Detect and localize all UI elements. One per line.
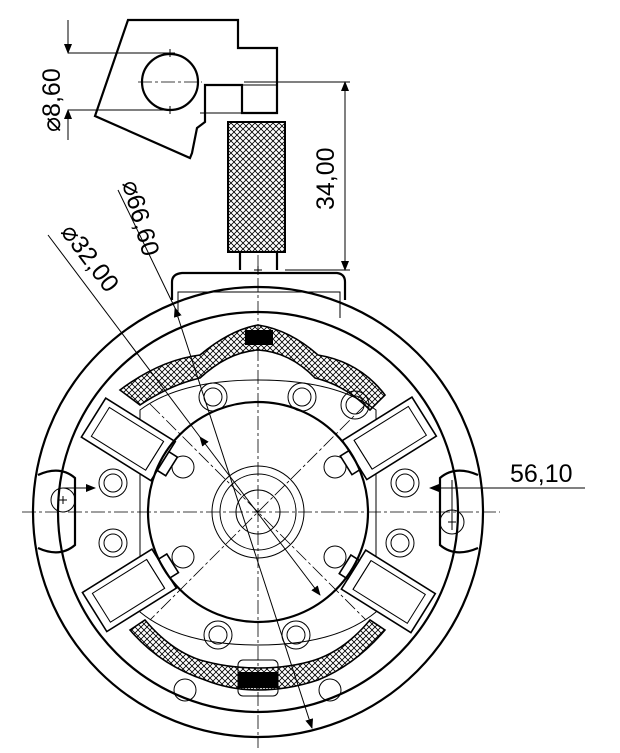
connector-length-label: 34,00 [312, 147, 340, 210]
brush-plate [118, 324, 387, 697]
diameter-symbol: ⌀ [38, 117, 66, 132]
inner-diameter-value: 32,00 [64, 231, 124, 298]
bolt-hole [281, 620, 311, 650]
bolt-hole [98, 468, 128, 498]
housing-top-tab [170, 271, 347, 318]
bolt-hole [98, 528, 128, 558]
top-terminal-block [245, 330, 273, 345]
brush-holder-upper-right [339, 395, 438, 481]
bolt-hole [340, 390, 370, 420]
brush-holder-lower-right [338, 549, 437, 634]
bolt-hole [323, 455, 347, 479]
brush-holder-lower-left [81, 547, 180, 633]
bolt-hole [318, 678, 342, 702]
brush-holder-upper-left [80, 397, 179, 482]
knurled-connector [227, 121, 286, 270]
connector-length-dimension: 34,00 [244, 81, 350, 271]
hole-diameter-label: ⌀8,60 [38, 68, 66, 132]
bolt-hole [203, 620, 233, 650]
center-marks [59, 49, 456, 526]
hole-diameter-value: 8,60 [38, 68, 66, 117]
bolt-hole [390, 468, 420, 498]
bolt-hole [171, 545, 195, 569]
diameter-symbol: ⌀ [116, 177, 147, 199]
bolt-hole [323, 545, 347, 569]
hole-diameter-dimension: ⌀8,60 [38, 20, 202, 140]
outer-diameter-value: 66,60 [120, 191, 164, 259]
mounting-width-dimension: 56,10 [63, 460, 585, 530]
outer-diameter-label: ⌀66,60 [116, 177, 164, 259]
mounting-width-label: 56,10 [510, 460, 573, 488]
bolt-hole [385, 528, 415, 558]
